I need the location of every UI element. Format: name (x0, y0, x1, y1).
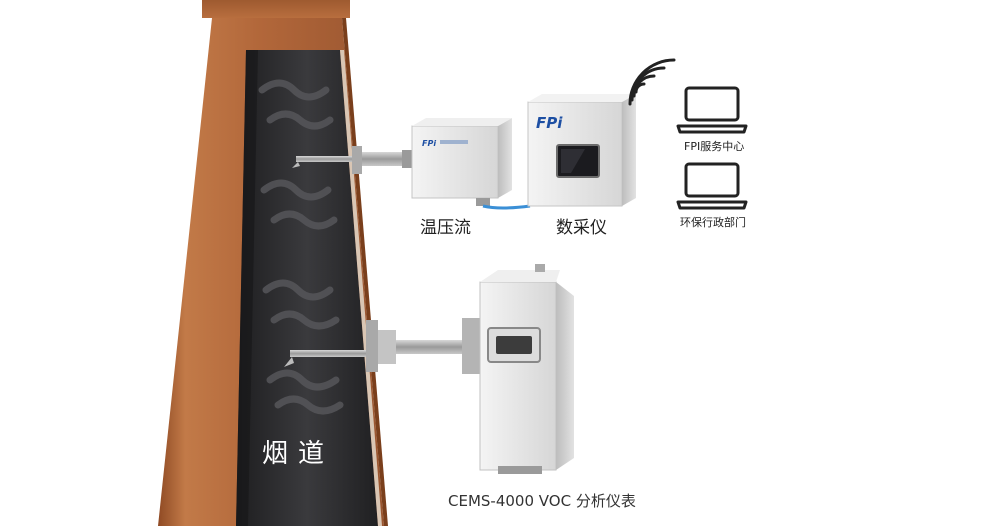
analyzer-handle (496, 336, 532, 354)
wifi-signal-icon (628, 58, 676, 106)
label-data-acquisition: 数采仪 (556, 218, 607, 238)
temp-pressure-flow-unit: FPi (411, 118, 512, 206)
laptop-icon (676, 162, 748, 210)
daq-top (528, 94, 636, 102)
lower-probe-tip (284, 357, 294, 367)
laptop-icon (676, 86, 748, 134)
upper-flange (352, 146, 362, 174)
data-acquisition-unit: FPi (527, 94, 636, 207)
daq-side (622, 94, 636, 206)
chimney-edge (342, 18, 388, 526)
analyzer-side (556, 282, 574, 470)
chimney (158, 0, 388, 526)
daq-screen-glare (561, 149, 585, 173)
analyzer-top (480, 270, 560, 282)
lower-heated-line (396, 340, 480, 354)
tpf-logo: FPi (422, 139, 436, 148)
chimney-cap (202, 0, 350, 18)
lower-mount (462, 318, 482, 374)
smoke-swirls (258, 79, 344, 415)
analyzer-base (498, 466, 542, 474)
tpf-side (498, 118, 512, 198)
label-flue: 烟道 (262, 439, 335, 469)
label-fpi-service-center: FPI服务中心 (684, 140, 745, 153)
upper-coupling (362, 152, 406, 166)
flue-inner-shadow (236, 50, 258, 526)
label-cems-analyzer: CEMS-4000 VOC 分析仪表 (448, 492, 636, 510)
upper-probe (292, 146, 412, 174)
data-cable (482, 204, 531, 210)
lower-probe-rod (290, 350, 374, 357)
tpf-top (412, 118, 512, 126)
flue-cut-edge (340, 50, 382, 526)
analyzer-front (479, 281, 557, 471)
tpf-logo-tag (440, 140, 468, 144)
upper-coupling-nut (402, 150, 412, 168)
lower-flange-plate (378, 330, 396, 364)
label-env-department: 环保行政部门 (680, 216, 746, 229)
cems-analyzer (479, 264, 574, 474)
upper-probe-tip (292, 162, 300, 168)
analyzer-vent (535, 264, 545, 272)
daq-logo: FPi (536, 114, 563, 132)
lower-flange (366, 320, 378, 372)
tpf-connector (476, 198, 490, 206)
label-temp-pressure-flow: 温压流 (420, 218, 471, 238)
tpf-front (411, 125, 499, 199)
upper-probe-rod (296, 156, 360, 162)
lower-probe (284, 318, 482, 374)
